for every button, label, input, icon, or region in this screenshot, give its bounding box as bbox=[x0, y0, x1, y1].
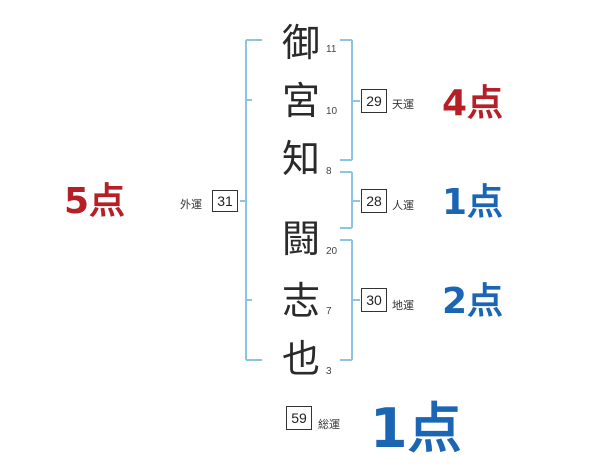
stroke-count-1: 11 bbox=[326, 44, 337, 55]
jin-bracket bbox=[340, 171, 360, 229]
ten-score: 4点 bbox=[442, 83, 504, 124]
stroke-count-3: 8 bbox=[326, 166, 332, 177]
jin-value-box: 28 bbox=[361, 189, 387, 213]
gai-score: 5点 bbox=[64, 181, 126, 222]
gai-value-box: 31 bbox=[212, 190, 238, 212]
sou-score: 1点 bbox=[370, 397, 462, 460]
jin-label: 人運 bbox=[392, 199, 414, 212]
name-char-6: 也 bbox=[281, 337, 320, 381]
chi-value-box: 30 bbox=[361, 288, 387, 312]
chi-label: 地運 bbox=[392, 299, 414, 312]
jin-score: 1点 bbox=[442, 182, 504, 223]
name-char-4: 闘 bbox=[281, 217, 320, 261]
chi-score: 2点 bbox=[442, 281, 504, 322]
stroke-count-5: 7 bbox=[326, 306, 332, 317]
name-char-5: 志 bbox=[281, 279, 320, 323]
ten-value-box: 29 bbox=[361, 89, 387, 113]
gai-label: 外運 bbox=[180, 198, 202, 211]
name-char-1: 御 bbox=[281, 21, 320, 65]
left-bracket bbox=[240, 39, 262, 361]
stroke-count-2: 10 bbox=[326, 106, 338, 117]
stroke-count-4: 20 bbox=[326, 246, 338, 257]
ten-label: 天運 bbox=[392, 98, 414, 111]
chi-bracket bbox=[340, 239, 360, 361]
ten-bracket bbox=[340, 39, 360, 161]
sou-label: 総運 bbox=[318, 418, 340, 431]
stroke-count-6: 3 bbox=[326, 366, 332, 377]
name-char-3: 知 bbox=[281, 137, 320, 181]
name-char-2: 宮 bbox=[281, 79, 320, 123]
sou-value-box: 59 bbox=[286, 406, 312, 430]
